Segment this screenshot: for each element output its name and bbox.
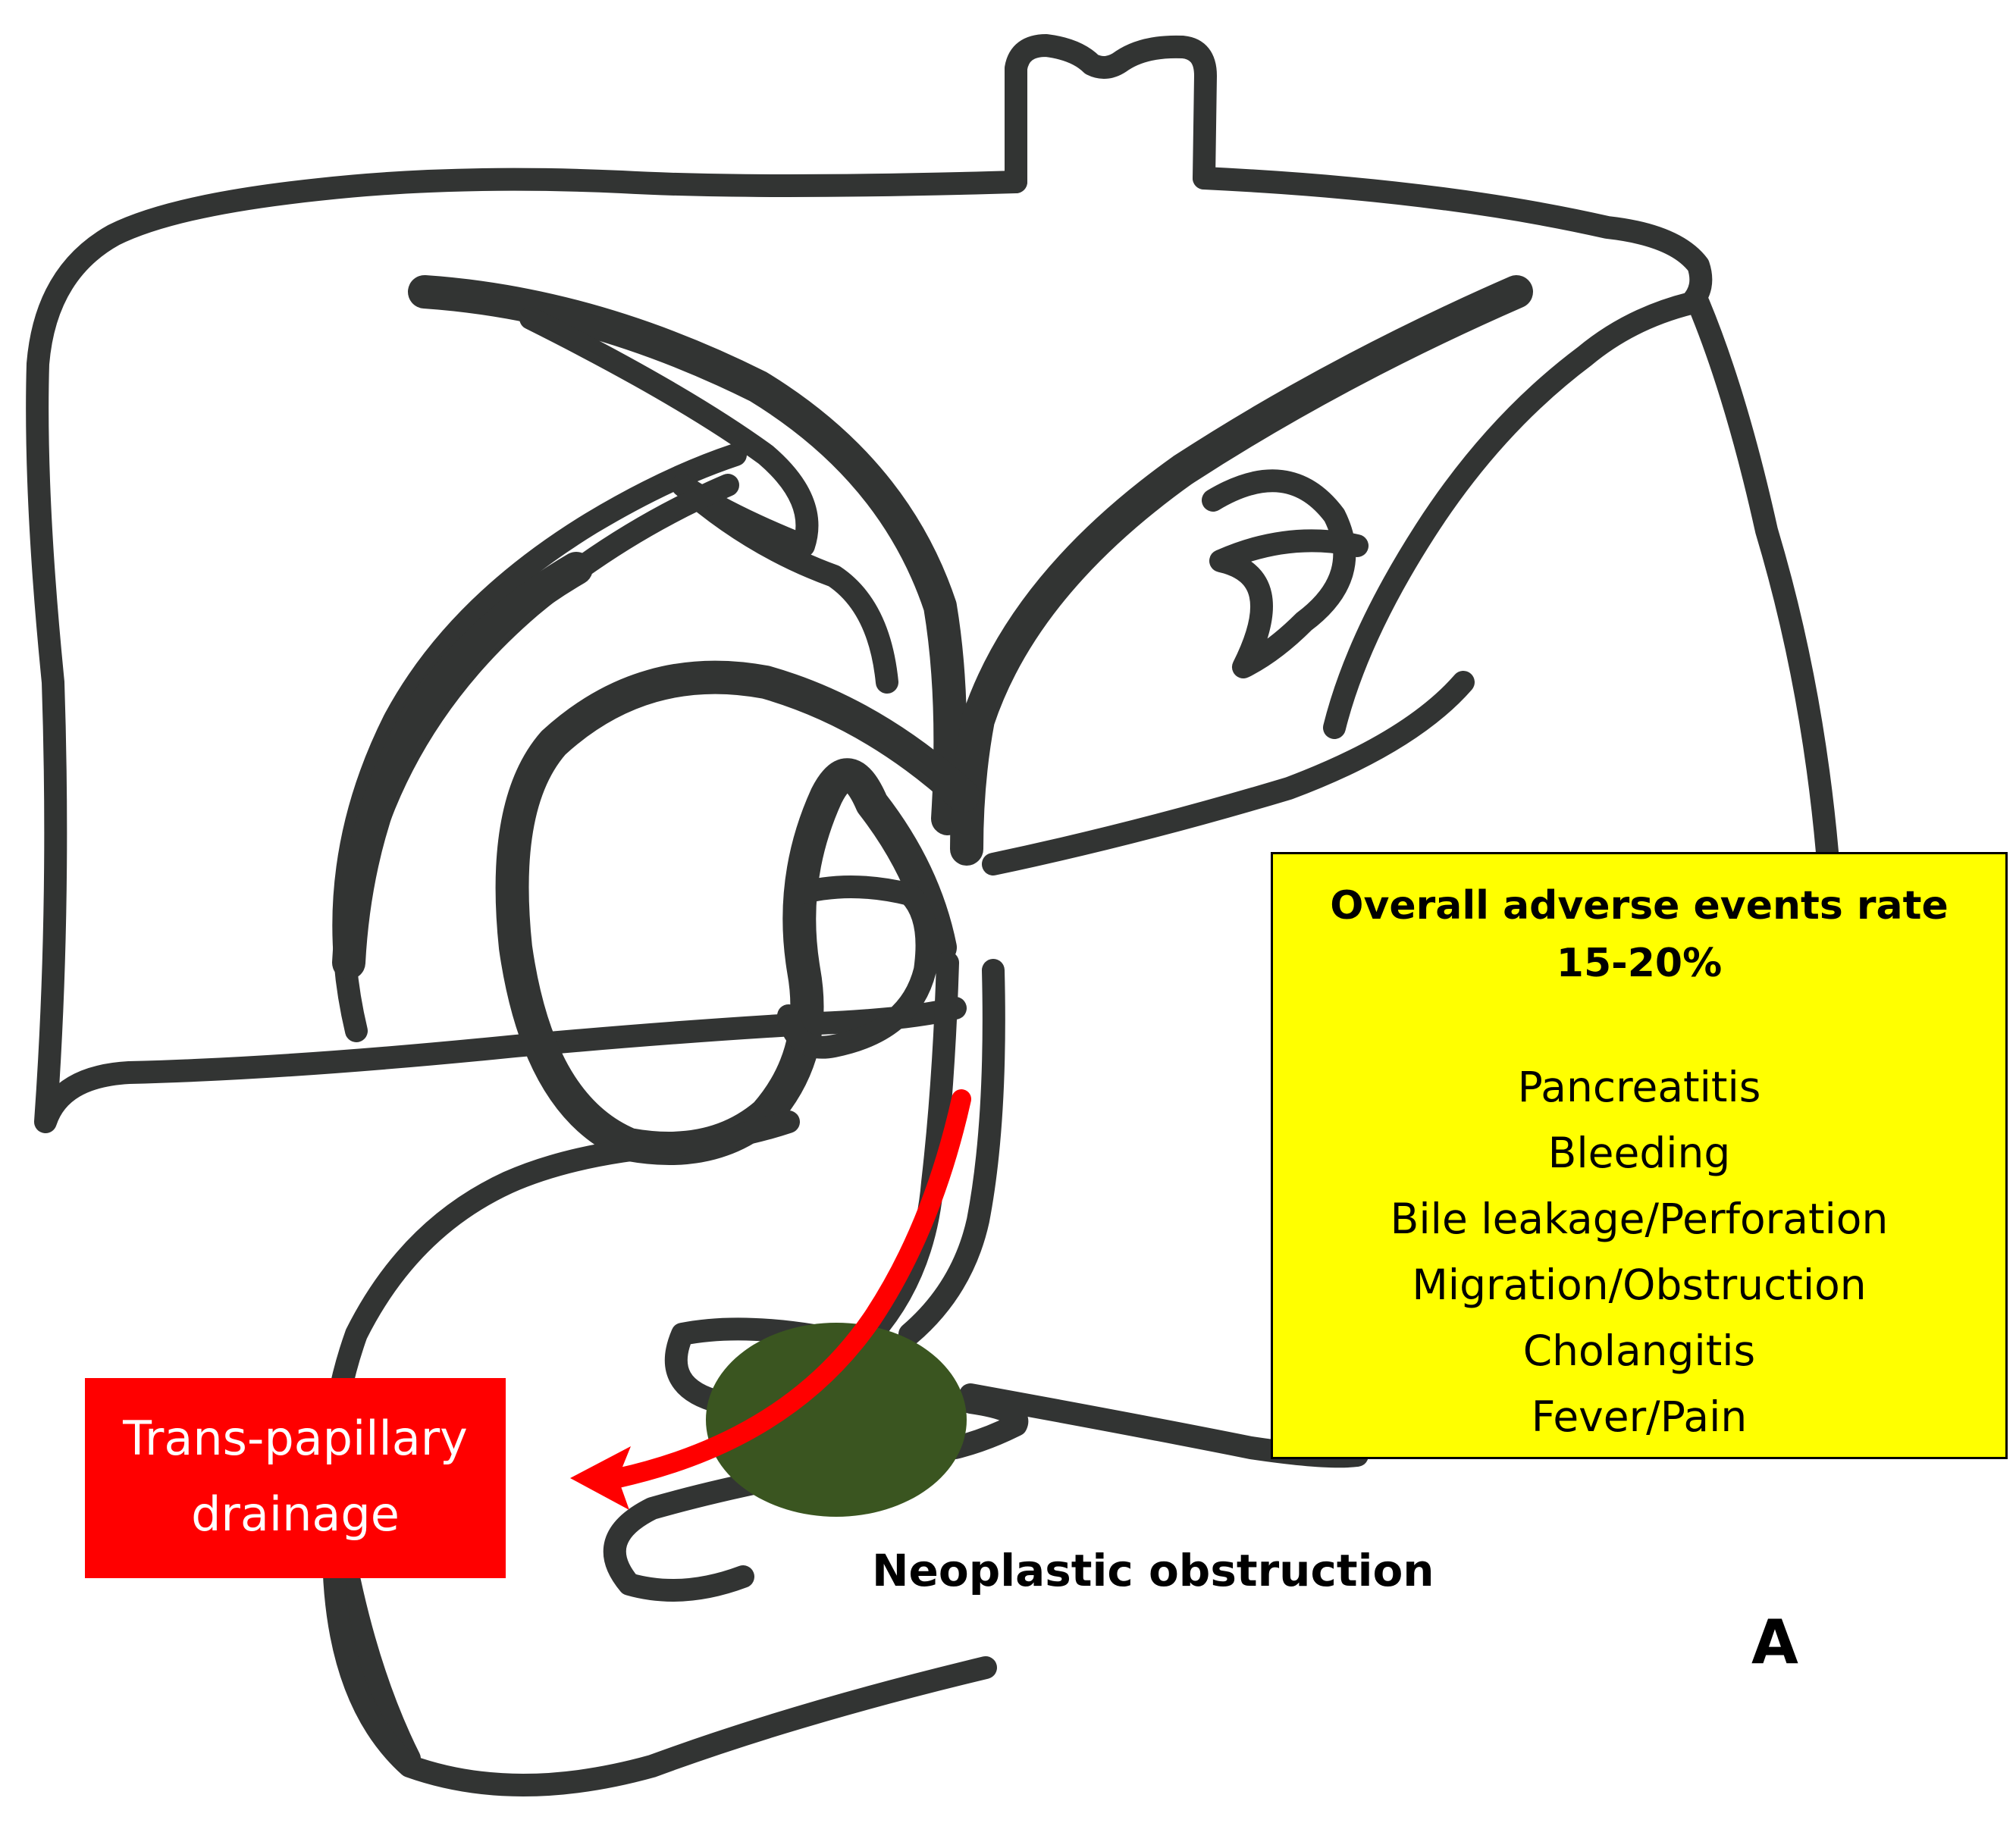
right-duct-branch [950, 275, 1533, 866]
left-intrahepatic-duct-2 [332, 552, 593, 979]
adverse-events-rate: 15-20% [1556, 941, 1723, 986]
adverse-events-list: Pancreatitis Bleeding Bile leakage/Perfo… [1273, 1054, 2005, 1450]
drainage-label-line2: drainage [191, 1486, 400, 1542]
gallbladder-outline [495, 660, 980, 1165]
trans-papillary-drainage-label: Trans-papillary drainage [85, 1378, 506, 1578]
left-duct-branch-inner [519, 307, 898, 694]
adverse-events-title-line1: Overall adverse events rate [1330, 883, 1949, 929]
adverse-event-item: Bleeding [1547, 1129, 1731, 1177]
adverse-events-title: Overall adverse events rate 15-20% [1273, 877, 2005, 992]
panel-letter: A [1751, 1607, 1798, 1677]
drainage-arrow-shaft [608, 1089, 971, 1488]
right-duct-branch-inner [1202, 469, 1369, 678]
left-duct-branch [408, 275, 967, 835]
adverse-event-item: Pancreatitis [1517, 1063, 1761, 1111]
right-duct-lower [982, 671, 1475, 875]
drainage-label-line1: Trans-papillary [123, 1411, 468, 1466]
adverse-event-item: Migration/Obstruction [1412, 1261, 1867, 1309]
jejunum-tail [322, 1535, 997, 1796]
stomach-outline [777, 875, 939, 1059]
adverse-event-item: Bile leakage/Perforation [1390, 1195, 1889, 1243]
neoplastic-mass [706, 1323, 967, 1517]
neoplastic-obstruction-label: Neoplastic obstruction [872, 1545, 1434, 1596]
adverse-events-box: Overall adverse events rate 15-20% Pancr… [1271, 852, 2008, 1459]
adverse-event-item: Fever/Pain [1531, 1392, 1748, 1441]
drainage-arrow-head [570, 1446, 631, 1510]
esophagus-outline [1005, 34, 1217, 193]
adverse-event-item: Cholangitis [1522, 1327, 1756, 1375]
